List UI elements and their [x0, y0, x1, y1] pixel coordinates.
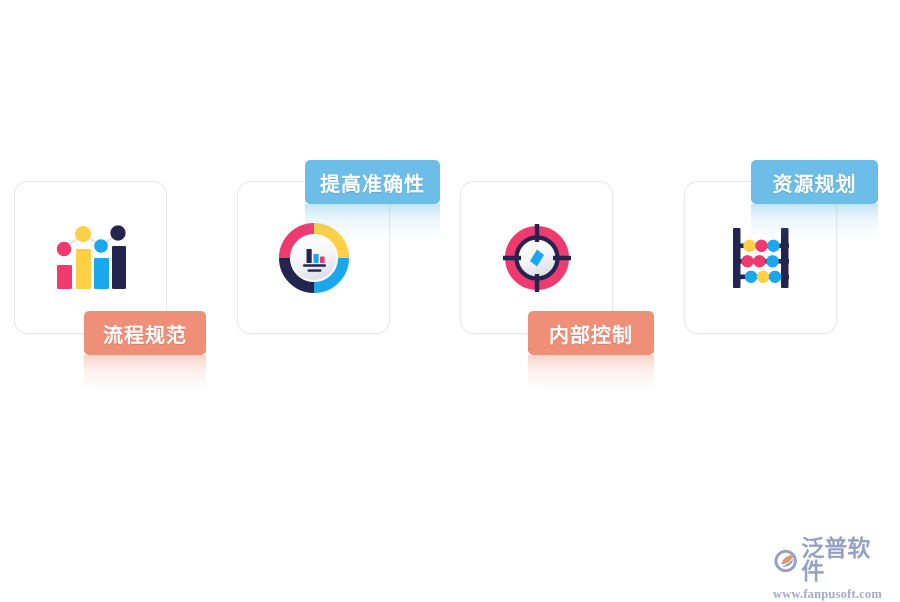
badge-ziyuanguihua[interactable]: 资源规划 [751, 160, 878, 238]
watermark: 泛普软件 www.fanpusoft.com [773, 538, 891, 602]
watermark-brand-row: 泛普软件 [773, 538, 891, 584]
watermark-brand: 泛普软件 [801, 536, 871, 585]
badge-label: 提高准确性 [320, 173, 425, 196]
badge-label: 流程规范 [103, 324, 187, 347]
target-crosshair-icon [461, 182, 612, 333]
badge-liuchengguifan[interactable]: 流程规范 [84, 311, 206, 389]
badge-neibukongzhi[interactable]: 内部控制 [528, 311, 654, 389]
feature-card-2[interactable] [237, 181, 390, 334]
badge-label: 内部控制 [549, 324, 633, 347]
bar-chart-people-icon [15, 182, 166, 333]
fanpusoft-logo-icon [774, 549, 797, 573]
feature-card-3[interactable] [460, 181, 613, 334]
badge-label: 资源规划 [772, 173, 857, 196]
watermark-url: www.fanpusoft.com [773, 587, 882, 601]
feature-card-1[interactable] [14, 181, 167, 334]
badge-tigaozhunquexing[interactable]: 提高准确性 [305, 160, 440, 238]
feature-card-4[interactable] [684, 181, 837, 334]
donut-chart-icon [238, 182, 389, 333]
abacus-icon [685, 182, 836, 333]
